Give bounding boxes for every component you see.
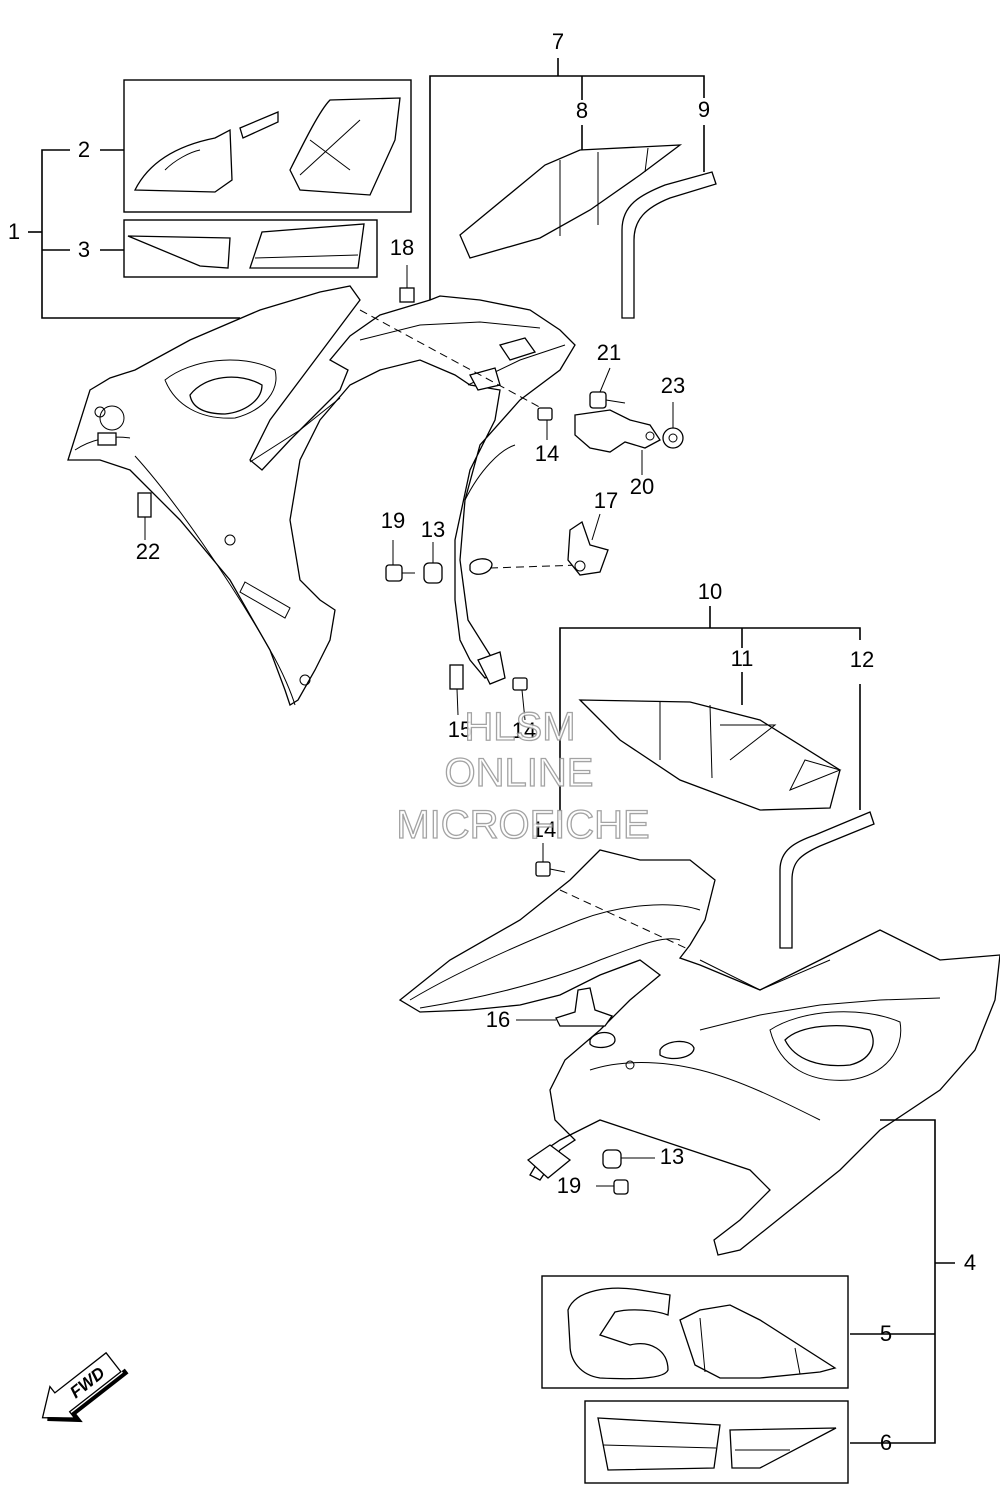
callout-16: 16 <box>486 1007 510 1032</box>
nut-23 <box>662 402 684 449</box>
callout-12: 12 <box>850 647 874 672</box>
callout-3: 3 <box>78 237 90 262</box>
side-cowling-right <box>398 849 1000 1256</box>
bracket-group-7 <box>429 58 705 300</box>
callout-5: 5 <box>880 1321 892 1346</box>
bracket-16 <box>516 987 614 1027</box>
callout-4: 4 <box>964 1250 976 1275</box>
label-tag-15 <box>449 664 464 716</box>
bracket-group-4 <box>850 1119 955 1444</box>
bolt-19-lower <box>596 1179 629 1195</box>
callout-22: 22 <box>136 539 160 564</box>
callout-2: 2 <box>78 137 90 162</box>
callout-7: 7 <box>552 29 564 54</box>
bracket-group-10 <box>559 606 861 820</box>
grommet-13-lower <box>602 1149 655 1169</box>
callout-10: 10 <box>698 579 722 604</box>
decal-set-box-5 <box>541 1275 849 1389</box>
callout-23: 23 <box>661 373 685 398</box>
callout-6: 6 <box>880 1430 892 1455</box>
callout-8: 8 <box>576 98 588 123</box>
callout-9: 9 <box>698 97 710 122</box>
watermark-line-3: MICROFICHE <box>396 803 649 847</box>
inner-panel-left <box>464 337 566 685</box>
grommet-13-upper <box>423 542 443 584</box>
guide-line-3 <box>559 889 691 951</box>
callout-18: 18 <box>390 235 414 260</box>
callout-19a: 19 <box>381 508 405 533</box>
watermark: HLSM ONLINE MICROFICHE <box>396 704 651 847</box>
callout-14c: 14 <box>532 817 556 842</box>
side-cowling-left <box>67 285 576 706</box>
bracket-group-1 <box>28 149 240 319</box>
callout-13a: 13 <box>421 517 445 542</box>
decal-set-box-2 <box>123 79 412 213</box>
screw-14-middle <box>512 677 528 721</box>
decal-set-box-6 <box>584 1400 849 1484</box>
guide-line-1 <box>359 309 546 411</box>
guide-line-2 <box>489 564 581 569</box>
trim-strip-9 <box>621 171 717 319</box>
callout-14b: 14 <box>512 718 536 743</box>
side-cover-decal-11 <box>578 699 842 811</box>
trim-strip-12 <box>779 811 875 949</box>
bolt-21 <box>589 367 626 409</box>
callout-11: 11 <box>731 646 754 671</box>
watermark-line-1: HLSM <box>464 705 575 749</box>
label-tag-22 <box>137 492 152 540</box>
callout-21: 21 <box>597 340 621 365</box>
bracket-17 <box>567 513 609 576</box>
screw-14-upper <box>537 407 553 440</box>
watermark-line-2: ONLINE <box>445 751 594 795</box>
callout-14a: 14 <box>535 441 559 466</box>
screw-14-lower <box>535 843 566 877</box>
side-cover-decal-8 <box>459 144 683 259</box>
callout-17: 17 <box>594 488 618 513</box>
bolt-19-upper <box>385 540 415 582</box>
decal-set-box-3 <box>123 219 378 278</box>
callout-1: 1 <box>8 219 20 244</box>
callout-19b: 19 <box>557 1173 581 1198</box>
fwd-arrow-icon: FWD <box>41 1351 129 1423</box>
callout-labels: 1 2 3 7 8 9 18 21 23 14 20 17 19 13 22 1… <box>8 29 976 1455</box>
bracket-20 <box>574 409 661 475</box>
callout-15: 15 <box>448 717 472 742</box>
callout-13b: 13 <box>660 1144 684 1169</box>
callout-20: 20 <box>630 474 654 499</box>
bolt-18 <box>399 265 415 303</box>
